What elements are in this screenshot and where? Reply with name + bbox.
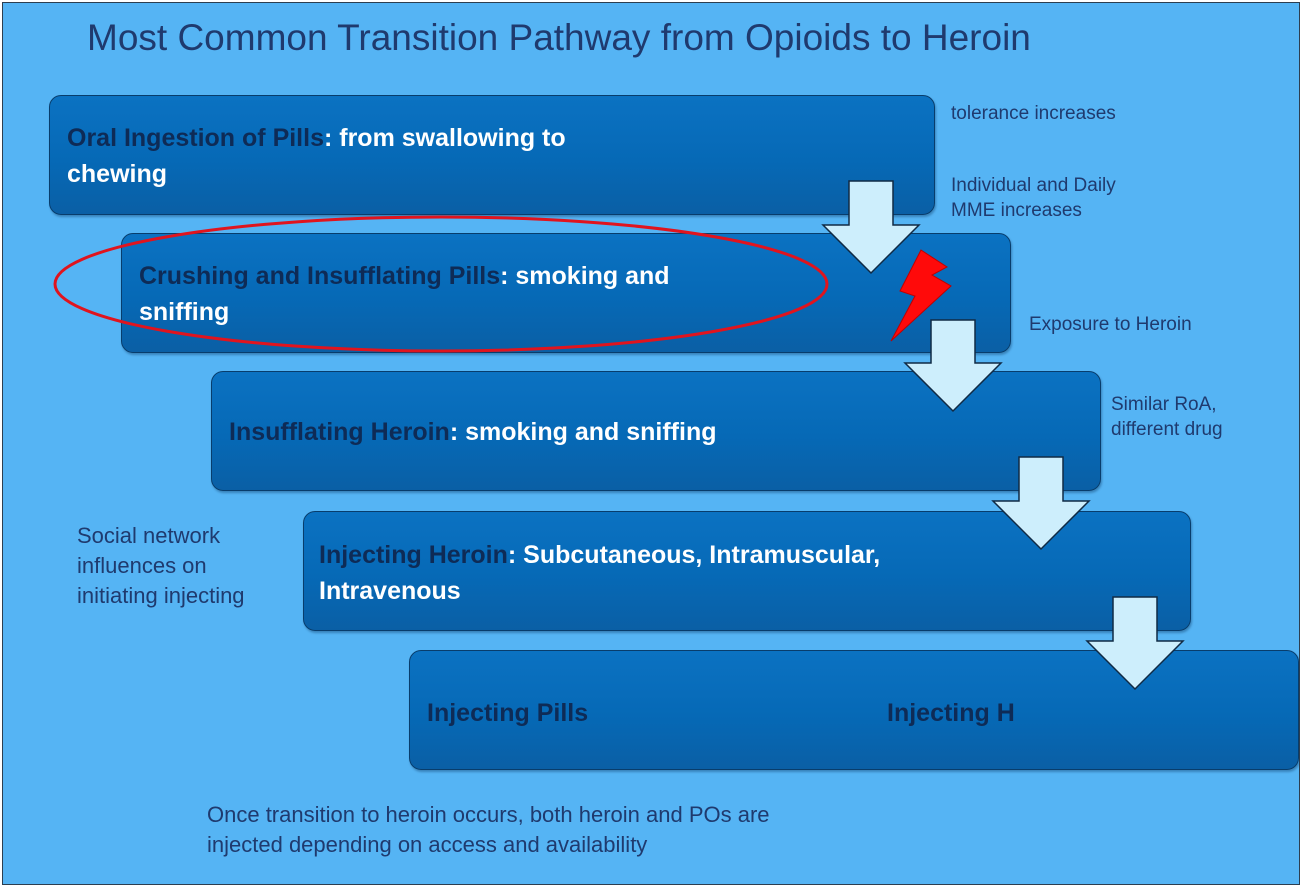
note-bottom: Once transition to heroin occurs, both h… <box>207 802 770 857</box>
step-crushing-text: Crushing and Insufflating Pills: smoking… <box>139 258 670 330</box>
step-oral-ingestion-detail-2: chewing <box>67 160 168 188</box>
step-injecting-pills-label: Injecting Pills <box>427 699 589 727</box>
step-crushing-detail-2: sniffing <box>139 298 230 326</box>
step-oral-ingestion-box <box>49 95 935 215</box>
step-injecting-heroin-detail-2: Intravenous <box>319 577 461 605</box>
step-crushing-label: Crushing and Insufflating Pills <box>139 262 501 290</box>
step-oral-ingestion-label: Oral Ingestion of Pills <box>67 124 324 152</box>
step-injecting-heroin-label: Injecting Heroin <box>319 541 508 569</box>
step-injecting-heroin-text: Injecting Heroin: Subcutaneous, Intramus… <box>319 537 880 609</box>
step-crushing-detail: : smoking and <box>500 262 670 290</box>
step-injecting-h-label: Injecting H <box>887 699 1015 727</box>
step-insufflating-heroin-detail: : smoking and sniffing <box>449 418 717 446</box>
step-oral-ingestion-detail: : from swallowing to <box>323 124 566 152</box>
note-tolerance: tolerance increases <box>951 103 1116 124</box>
note-mme: Individual and Daily MME increases <box>951 175 1116 221</box>
step-oral-ingestion-text: Oral Ingestion of Pills: from swallowing… <box>67 120 566 192</box>
note-social-network: Social network influences on initiating … <box>77 523 245 608</box>
step-insufflating-heroin-label: Insufflating Heroin <box>229 418 450 446</box>
note-roa: Similar RoA, different drug <box>1111 394 1223 440</box>
note-exposure: Exposure to Heroin <box>1029 314 1192 335</box>
slide-title: Most Common Transition Pathway from Opio… <box>87 17 1031 58</box>
step-insufflating-heroin-text: Insufflating Heroin: smoking and sniffin… <box>229 414 717 450</box>
step-injecting-heroin-detail: : Subcutaneous, Intramuscular, <box>507 541 881 569</box>
